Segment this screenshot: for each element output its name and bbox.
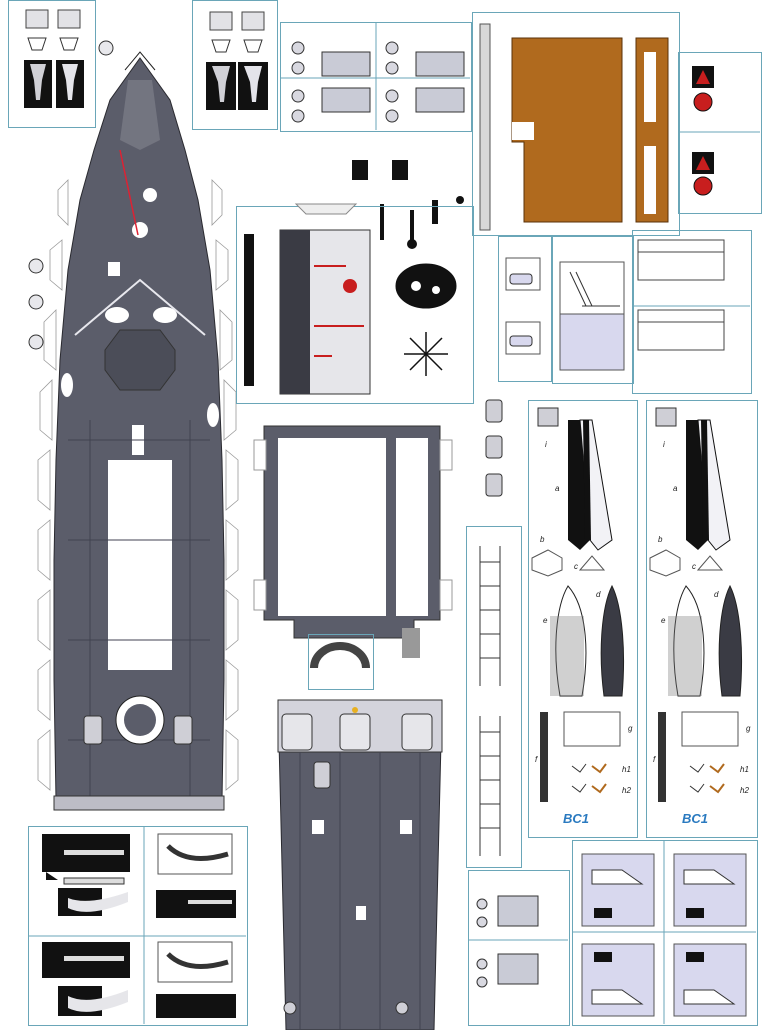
boat-label-h1: h1 [622,765,631,774]
insignia-panel [678,52,762,214]
ladder-panel [466,526,522,868]
boat-label-d: d [596,590,601,599]
arch-part [310,642,370,669]
anchor-parts-right [206,11,268,110]
boat-label-b: b [540,535,545,544]
ladders [479,546,501,856]
boat-label-i: i [663,440,665,449]
glue-tabs-right [211,179,239,791]
davit-parts [559,261,625,371]
vent-parts [280,22,470,130]
boat-label-f: f [653,755,656,764]
superstructure-parts [244,203,457,395]
boat-label-e: e [543,616,548,625]
boat-label-d: d [714,590,719,599]
winch-fittings [485,399,503,497]
boat-label-e: e [661,616,666,625]
boat-label-i: i [545,440,547,449]
davit-panel [552,236,634,384]
anchor-parts-left [24,9,84,108]
boat-label-g: g [628,724,633,733]
stern-deck-part [277,699,443,1030]
hatch-panel [498,236,552,382]
small-black-fittings [352,160,464,249]
insignia-parts [678,66,760,196]
arch-panel [308,634,374,690]
rail-panel [632,230,752,394]
gun-parts [28,826,246,1024]
wood-deck-parts [479,23,669,231]
boat-label-h2: h2 [740,786,749,795]
parts-panel-top-mid [192,0,278,130]
boat-label-f: f [535,755,538,764]
boat-sheet-right [646,400,758,838]
glue-tabs-left [37,179,69,791]
boat-label-h2: h2 [622,786,631,795]
rail-parts [632,239,750,351]
boat-parts-left [531,407,625,802]
boat-label-a: a [673,484,678,493]
sheet-code-right: BC1 [682,811,709,826]
superstructure-panel [236,206,474,404]
boat-label-a: a [555,484,560,493]
sheet-code-left: BC1 [563,811,590,826]
crane-parts [572,840,756,1024]
funnel-base-part [253,425,453,658]
hatch-parts [505,257,541,355]
parts-panel-top-left [8,0,96,128]
bollard-fittings [28,40,114,350]
boat-label-c: c [574,562,578,571]
vent-parts-bottom [468,895,568,988]
boat-label-b: b [658,535,663,544]
bow-deck-part [37,51,239,811]
wood-deck-panel [472,12,680,236]
boat-label-g: g [746,724,751,733]
boat-label-h1: h1 [740,765,749,774]
boat-sheet-left [528,400,638,838]
boat-parts-right [649,407,743,802]
boat-label-c: c [692,562,696,571]
